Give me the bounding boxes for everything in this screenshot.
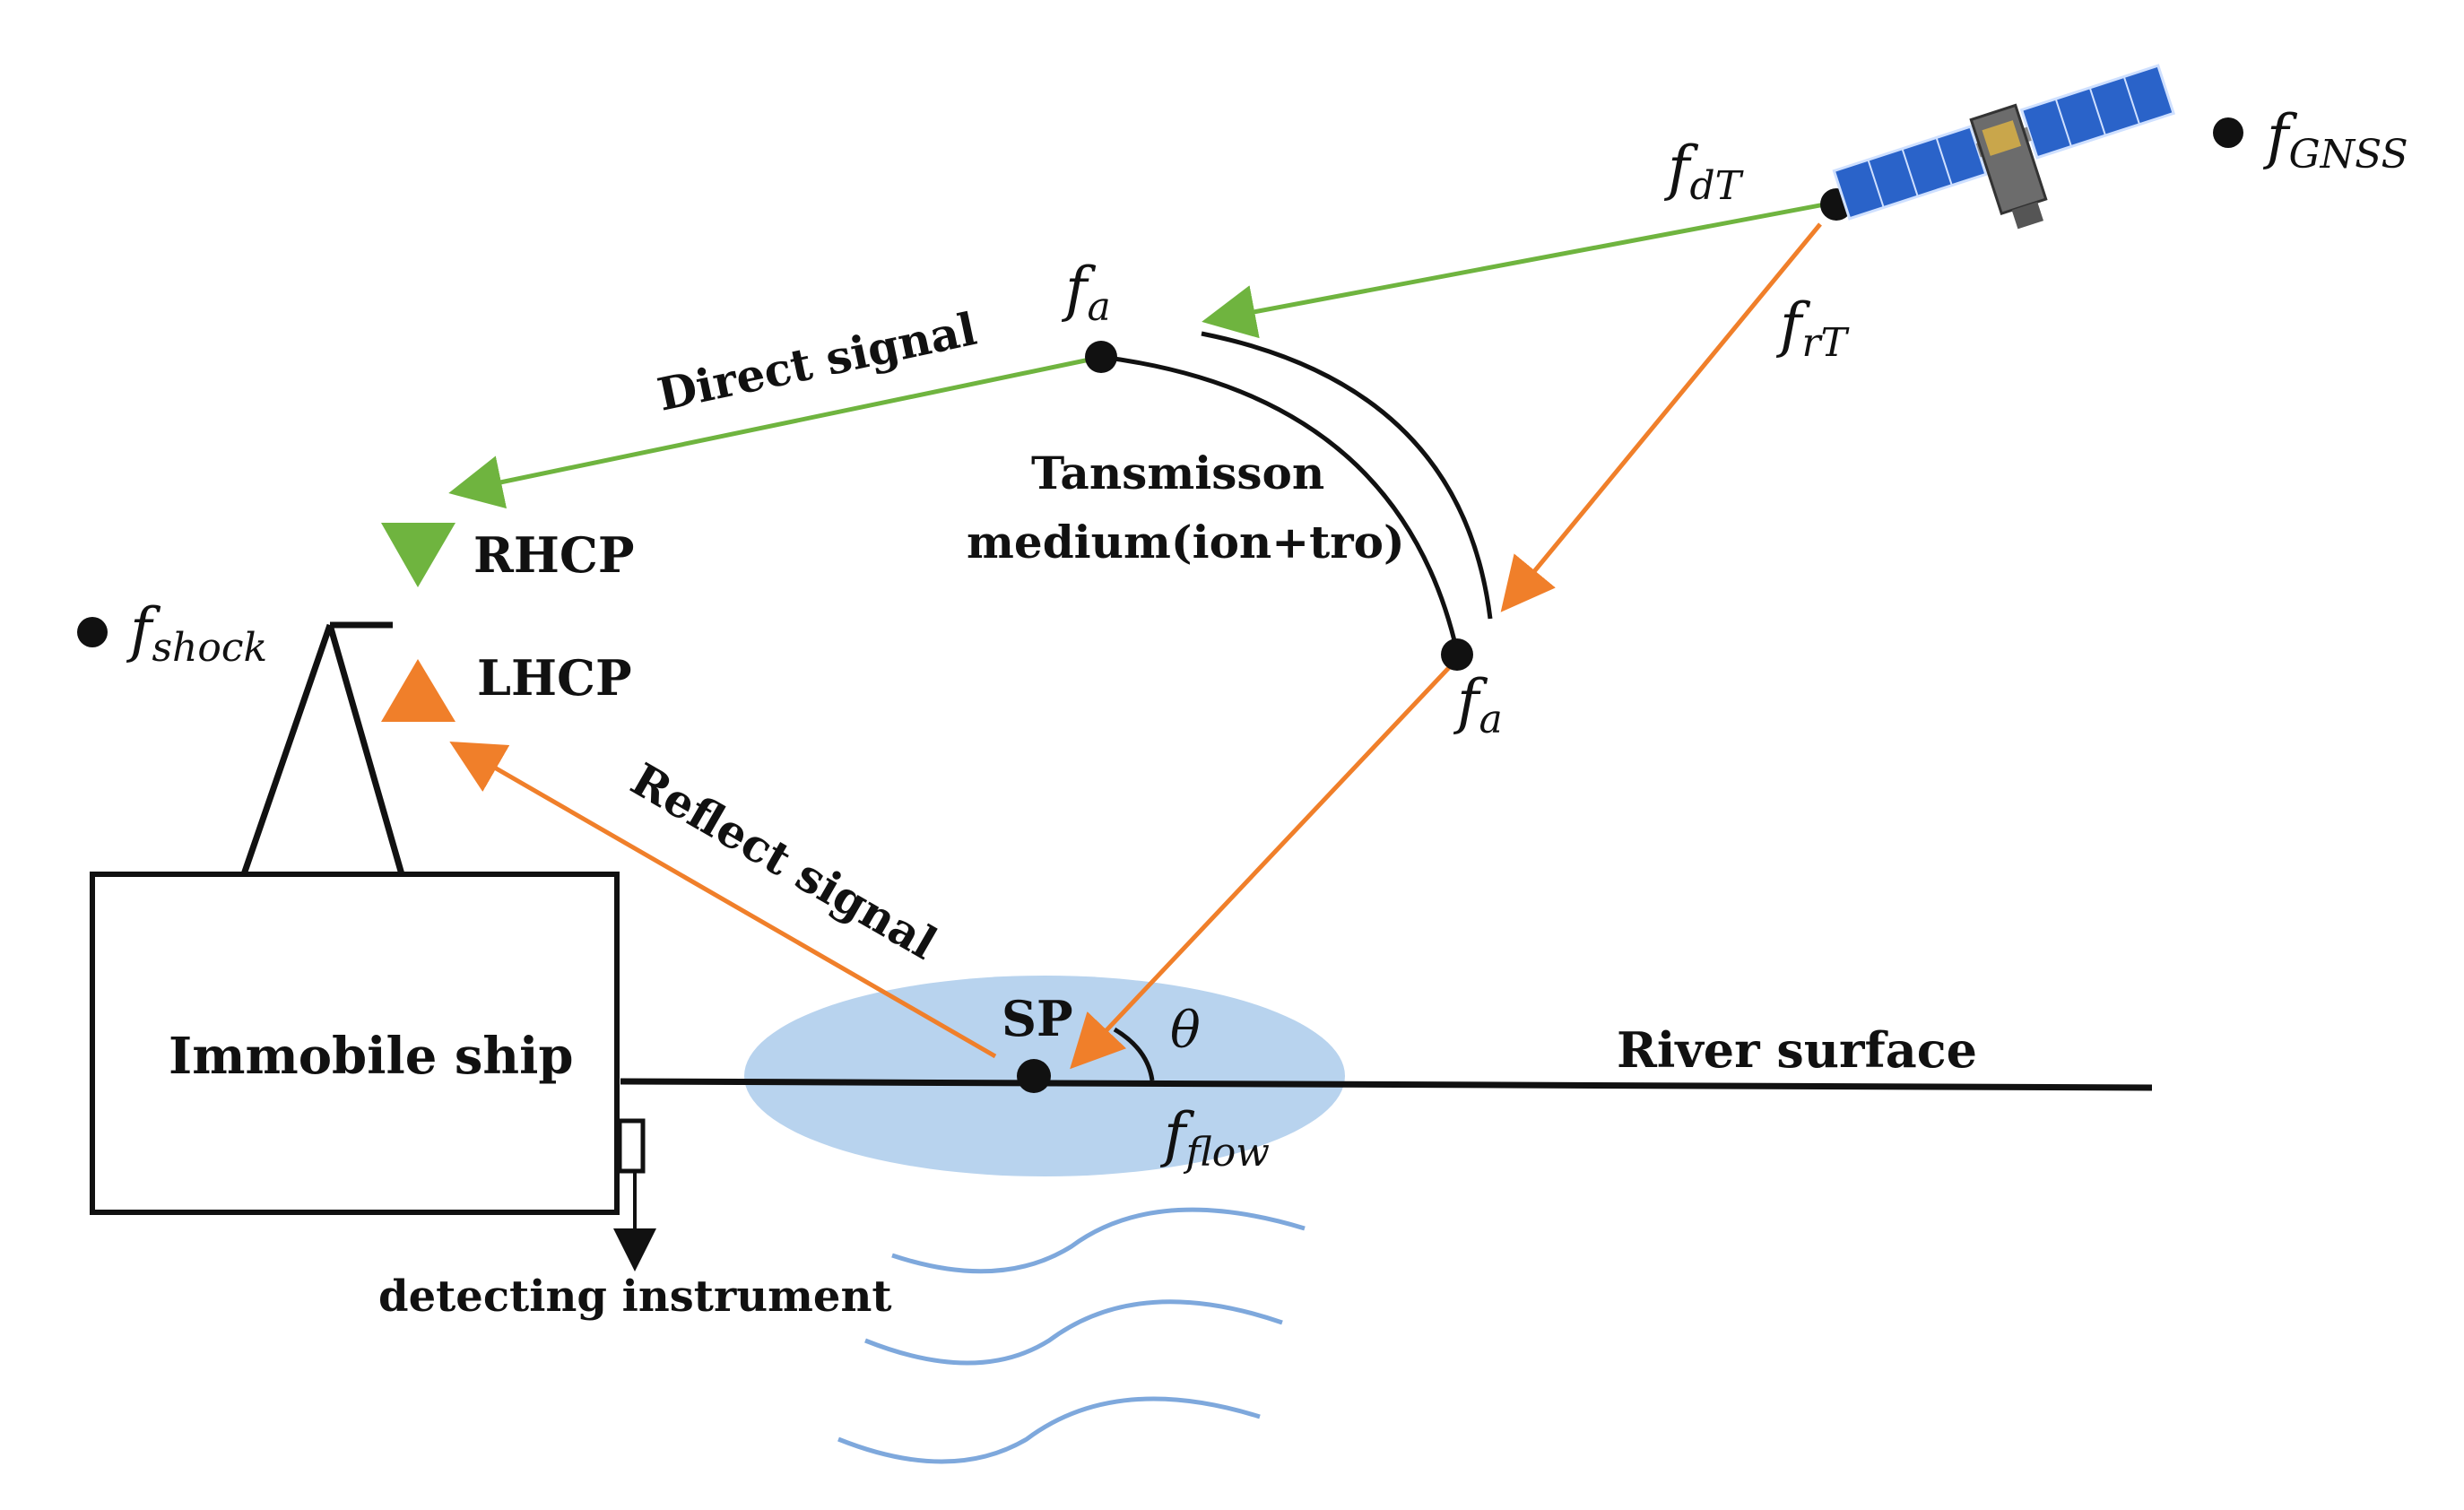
direct-signal-medium-to-antenna — [448, 356, 1095, 509]
wave-2 — [864, 1299, 1283, 1366]
point-shock — [77, 617, 108, 647]
f-flow-symbol: fflow — [1159, 1100, 1270, 1176]
f-rt-symbol: frT — [1775, 291, 1850, 366]
direct-signal-sat-to-medium — [1202, 202, 1826, 339]
wave-3 — [837, 1396, 1261, 1464]
transmission-label-line1: Tansmisson — [1031, 447, 1324, 499]
ship-box — [90, 872, 620, 1215]
satellite-icon — [1832, 64, 2175, 230]
triangle-down-icon — [381, 523, 455, 587]
triangle-up-icon — [381, 659, 455, 722]
point-medium-bottom — [1441, 638, 1473, 671]
reflect-signal-label: Reflect signal — [622, 752, 946, 969]
detecting-instrument-label: detecting instrument — [378, 1271, 892, 1322]
detecting-instrument-box — [617, 1118, 646, 1174]
reflect-signal-medium-to-sp — [1070, 657, 1459, 1070]
antenna-mast — [240, 621, 405, 876]
point-medium-top — [1085, 341, 1117, 373]
reflect-signal-sp-to-antenna — [449, 742, 997, 1059]
immobile-ship-label: Immobile ship — [169, 1027, 574, 1086]
river-surface-label: River surface — [1617, 1021, 1977, 1079]
theta-label: θ — [1170, 1002, 1201, 1060]
river-waves — [837, 1207, 1306, 1464]
point-sp — [1017, 1059, 1051, 1093]
f-dt-symbol: fdT — [1663, 134, 1745, 209]
transmission-arc-inner — [1100, 354, 1460, 653]
wave-1 — [891, 1207, 1306, 1274]
f-a-top-symbol: fa — [1061, 255, 1111, 330]
sp-label: SP — [1002, 990, 1073, 1047]
f-gnss-symbol: fGNSS — [2262, 102, 2408, 178]
f-shock-symbol: fshock — [126, 595, 267, 671]
direct-signal-label: Direct signal — [653, 302, 981, 421]
reflect-signal-sat-to-medium — [1500, 222, 1822, 612]
transmission-label-line2: medium(ion+tro) — [967, 516, 1405, 568]
rhcp-label: RHCP — [473, 526, 634, 584]
river-surface-line — [620, 1078, 2153, 1091]
transmission-arc-outer — [1201, 331, 1493, 620]
lhcp-label: LHCP — [477, 649, 632, 707]
incidence-angle-arc — [1113, 1027, 1155, 1081]
point-gnss — [2213, 117, 2243, 148]
f-a-bottom-symbol: fa — [1453, 667, 1503, 742]
